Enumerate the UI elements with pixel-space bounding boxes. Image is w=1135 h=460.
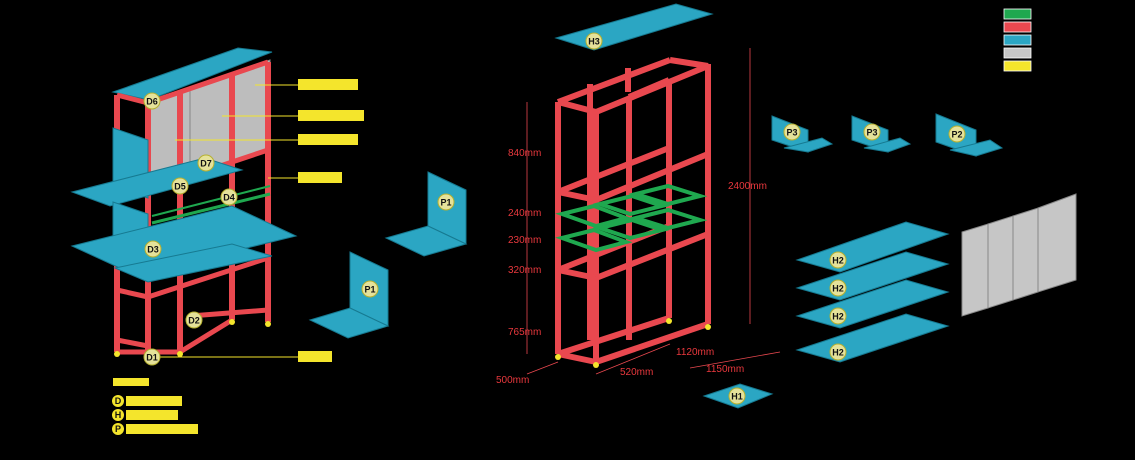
dim-2400: 2400mm bbox=[728, 181, 767, 192]
tag-d2: D2 bbox=[185, 311, 203, 329]
svg-text:P2: P2 bbox=[951, 130, 962, 140]
svg-text:D2: D2 bbox=[188, 316, 200, 326]
legend-swatch-red bbox=[1003, 21, 1032, 33]
key-d: D bbox=[112, 395, 182, 407]
panel-p2: P2 bbox=[935, 113, 1004, 157]
tag-d1: D1 bbox=[143, 348, 161, 366]
dim-840: 840mm bbox=[508, 148, 541, 159]
top-panel bbox=[111, 47, 273, 101]
tag-d4: D4 bbox=[220, 188, 238, 206]
dim-1150: 1150mm bbox=[706, 364, 744, 375]
panel-h2-c: H2 bbox=[795, 279, 950, 329]
svg-text:D5: D5 bbox=[174, 182, 186, 192]
panel-p3-a: P3 bbox=[771, 115, 834, 153]
panel-p3-b: P3 bbox=[851, 115, 912, 153]
svg-text:H: H bbox=[115, 410, 122, 420]
svg-text:H3: H3 bbox=[588, 37, 600, 47]
dim-230: 230mm bbox=[508, 235, 541, 246]
svg-text:D6: D6 bbox=[146, 97, 158, 107]
panel-h2-b: H2 bbox=[795, 251, 950, 301]
svg-text:D7: D7 bbox=[200, 159, 212, 169]
panel-h2-a: H2 bbox=[795, 221, 950, 273]
svg-text:P3: P3 bbox=[786, 128, 797, 138]
key-p: P bbox=[112, 423, 198, 435]
green-shelf-frames bbox=[555, 183, 708, 253]
svg-text:H2: H2 bbox=[832, 284, 844, 294]
panel-h3: H3 bbox=[554, 3, 714, 51]
svg-text:D: D bbox=[115, 396, 122, 406]
shelf-mid bbox=[70, 205, 298, 276]
shelf-upper bbox=[70, 157, 244, 207]
tag-d5: D5 bbox=[171, 177, 189, 195]
key-h: H bbox=[112, 409, 178, 421]
dim-500: 500mm bbox=[496, 375, 529, 386]
tag-d7: D7 bbox=[197, 154, 215, 172]
svg-text:D1: D1 bbox=[146, 353, 158, 363]
dim-1120: 1120mm bbox=[676, 347, 714, 358]
svg-text:D4: D4 bbox=[223, 193, 235, 203]
panel-p1-lower: P1 bbox=[308, 251, 390, 339]
dim-240: 240mm bbox=[508, 208, 541, 219]
glass-doors bbox=[961, 193, 1077, 317]
legend-swatch-grey bbox=[1003, 47, 1032, 59]
legend-swatch-yellow bbox=[1003, 60, 1032, 72]
svg-text:H2: H2 bbox=[832, 312, 844, 322]
svg-text:P3: P3 bbox=[866, 128, 877, 138]
shelf-lower bbox=[113, 243, 273, 283]
dim-520: 520mm bbox=[620, 367, 653, 378]
assembled-cabinet: D6 D7 D5 D4 D3 D2 D1 bbox=[70, 47, 364, 366]
legend-swatch-blue bbox=[1003, 34, 1032, 46]
svg-text:H1: H1 bbox=[731, 392, 743, 402]
svg-text:P1: P1 bbox=[440, 198, 451, 208]
legend-swatch-green bbox=[1003, 8, 1032, 20]
svg-text:P: P bbox=[115, 424, 121, 434]
svg-text:D3: D3 bbox=[147, 245, 159, 255]
svg-text:H2: H2 bbox=[832, 348, 844, 358]
dimension-labels: 840mm 240mm 230mm 320mm 765mm 2400mm 500… bbox=[496, 148, 767, 386]
svg-text:P1: P1 bbox=[364, 285, 375, 295]
dim-320: 320mm bbox=[508, 265, 541, 276]
tag-d6: D6 bbox=[143, 92, 161, 110]
panel-p1-upper: P1 bbox=[384, 171, 468, 257]
legend bbox=[1003, 8, 1032, 72]
panel-h2-d: H2 bbox=[795, 313, 950, 363]
svg-text:H2: H2 bbox=[832, 256, 844, 266]
tag-d3: D3 bbox=[144, 240, 162, 258]
tag-key: D H P bbox=[112, 378, 198, 435]
panel-h1: H1 bbox=[702, 383, 774, 409]
dim-765: 765mm bbox=[508, 327, 541, 338]
